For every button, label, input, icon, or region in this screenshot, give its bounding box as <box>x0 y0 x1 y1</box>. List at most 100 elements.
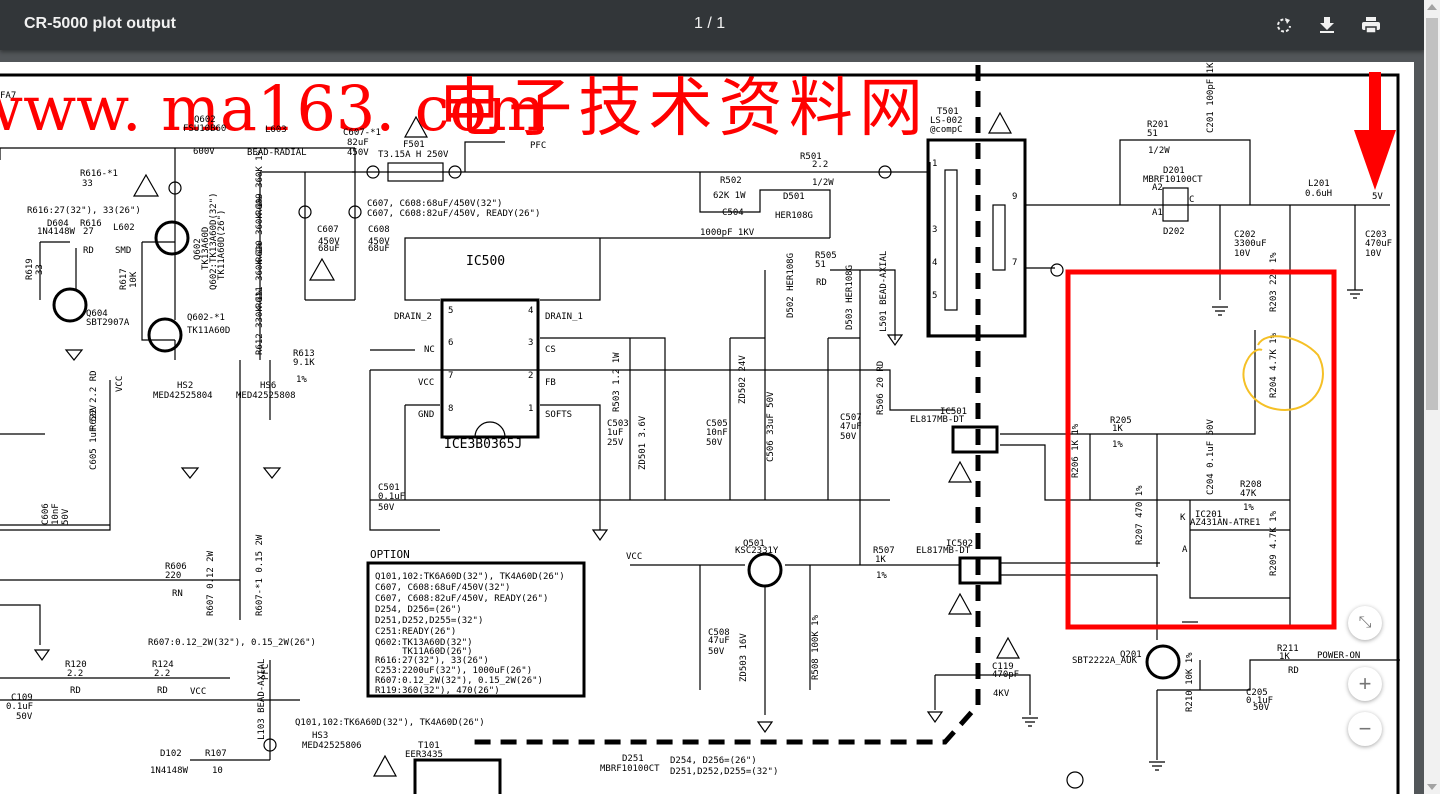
label: SOFTS <box>545 410 572 420</box>
label: 9.1K <box>293 358 315 368</box>
label: R612 330K 1% <box>255 289 265 355</box>
label: R124 <box>152 660 174 670</box>
option-list: Q101,102:TK6A60D(32"), TK4A60D(26") C607… <box>375 572 565 696</box>
red-arrow-annotation <box>1354 72 1396 190</box>
label: 1K <box>875 555 886 565</box>
label: MED42525804 <box>153 391 213 401</box>
label: DRAIN_1 <box>545 312 583 322</box>
label: R506 20 RD <box>876 361 886 415</box>
sheet-border <box>0 73 1400 794</box>
label: 220 <box>165 571 181 581</box>
label: HER108G <box>775 211 813 221</box>
q201-symbol <box>1145 644 1181 680</box>
label: D502 HER108G <box>786 253 796 318</box>
label: 33 <box>82 179 93 189</box>
label: FSU10B60 <box>183 124 226 134</box>
q602-symbol <box>154 220 190 256</box>
label: D501 <box>783 192 805 202</box>
label: TK11A60D(26") <box>217 210 227 280</box>
label: C607, C608:68uF/450V(32") <box>367 199 502 209</box>
label: 50V <box>16 712 33 722</box>
label: D503 HER108G <box>845 265 855 330</box>
label: PFC <box>261 664 271 680</box>
label: R607 0.12 2W <box>206 550 216 616</box>
label: EER3435 <box>405 750 443 760</box>
label: 33 <box>35 264 45 275</box>
label: 1K <box>1112 424 1123 434</box>
label: C607 <box>317 225 339 235</box>
label: D604 <box>47 219 69 229</box>
label: 1% <box>876 571 887 581</box>
label: L501 BEAD-AXIAL <box>879 251 889 332</box>
scroll-up-arrow-icon[interactable] <box>1427 4 1437 10</box>
label: ZD503 16V <box>739 633 749 682</box>
label: 1000pF 1KV <box>700 228 755 238</box>
label: T101 <box>418 741 440 751</box>
plus-icon: + <box>1358 671 1372 696</box>
label: L201 <box>1308 179 1330 189</box>
label: TK13A60D <box>201 227 211 270</box>
label: 10nF <box>706 428 728 438</box>
label: 7 <box>448 371 453 381</box>
label: ZD501 3.6V <box>638 415 648 470</box>
label: MED42525806 <box>302 741 362 751</box>
label: R508 100K 1% <box>811 614 821 680</box>
label: R617 <box>119 268 129 290</box>
label: C608 <box>368 225 390 235</box>
option-line: TK11A60D(26") <box>375 647 473 657</box>
label: 1 <box>932 159 937 169</box>
label: 51 <box>1147 129 1158 139</box>
label: R201 <box>1147 120 1169 130</box>
label: 1uF <box>607 428 623 438</box>
vertical-scrollbar[interactable] <box>1424 0 1440 794</box>
rotate-button[interactable] <box>1271 12 1297 38</box>
label: 9 <box>1012 192 1017 202</box>
label: 27 <box>83 227 94 237</box>
label: VCC <box>115 376 125 392</box>
download-icon <box>1320 17 1334 33</box>
option-line: R119:360(32"), 470(26") <box>375 686 500 696</box>
label: C508 <box>708 628 730 638</box>
label: R622 2.2 RD <box>89 370 99 430</box>
zoom-in-button[interactable]: + <box>1348 667 1382 701</box>
label: L603 <box>265 125 287 135</box>
label: VCC <box>418 378 434 388</box>
label: A1 <box>1152 208 1163 218</box>
label: 1N4148W <box>150 766 189 776</box>
label: R120 <box>65 660 87 670</box>
label: R611 360K 1% <box>255 242 265 308</box>
terminals <box>168 165 1084 789</box>
label: C605 1uF 50V <box>89 404 99 470</box>
label: LS-002 <box>930 116 963 126</box>
label: VCC <box>626 552 642 562</box>
label: 8 <box>448 404 453 414</box>
label: 82uF <box>347 138 369 148</box>
ic500-body <box>440 298 540 439</box>
rotate-icon <box>1277 18 1291 33</box>
label: A2 <box>1152 183 1163 193</box>
label: Q501 <box>743 539 765 549</box>
label: 6 <box>448 338 453 348</box>
print-button[interactable] <box>1358 12 1384 38</box>
label: 450V <box>318 237 340 247</box>
scroll-down-arrow-icon[interactable] <box>1427 784 1437 790</box>
label: 0.6uH <box>1305 189 1332 199</box>
download-button[interactable] <box>1314 12 1340 38</box>
option-line: C253:2200uF(32"), 1000uF(26") <box>375 666 532 676</box>
label: R609 360K 1% <box>255 149 265 215</box>
minus-icon: − <box>1358 716 1372 741</box>
zoom-out-button[interactable]: − <box>1348 712 1382 746</box>
scrollbar-thumb[interactable] <box>1426 18 1438 410</box>
label: R107 <box>205 749 227 759</box>
label: 62K 1W <box>713 191 746 201</box>
label: 5 <box>448 306 453 316</box>
label: Q602-*1 <box>187 313 225 323</box>
label: 10nF <box>51 503 61 525</box>
ic501-body <box>951 425 999 454</box>
label: 47K <box>1240 489 1257 499</box>
fit-to-page-button[interactable]: ⤡ <box>1348 606 1382 640</box>
label: 1 <box>528 404 533 414</box>
label: C607-*1 <box>343 128 381 138</box>
red-highlight-box <box>1065 269 1337 630</box>
f501-fuse <box>387 162 444 182</box>
